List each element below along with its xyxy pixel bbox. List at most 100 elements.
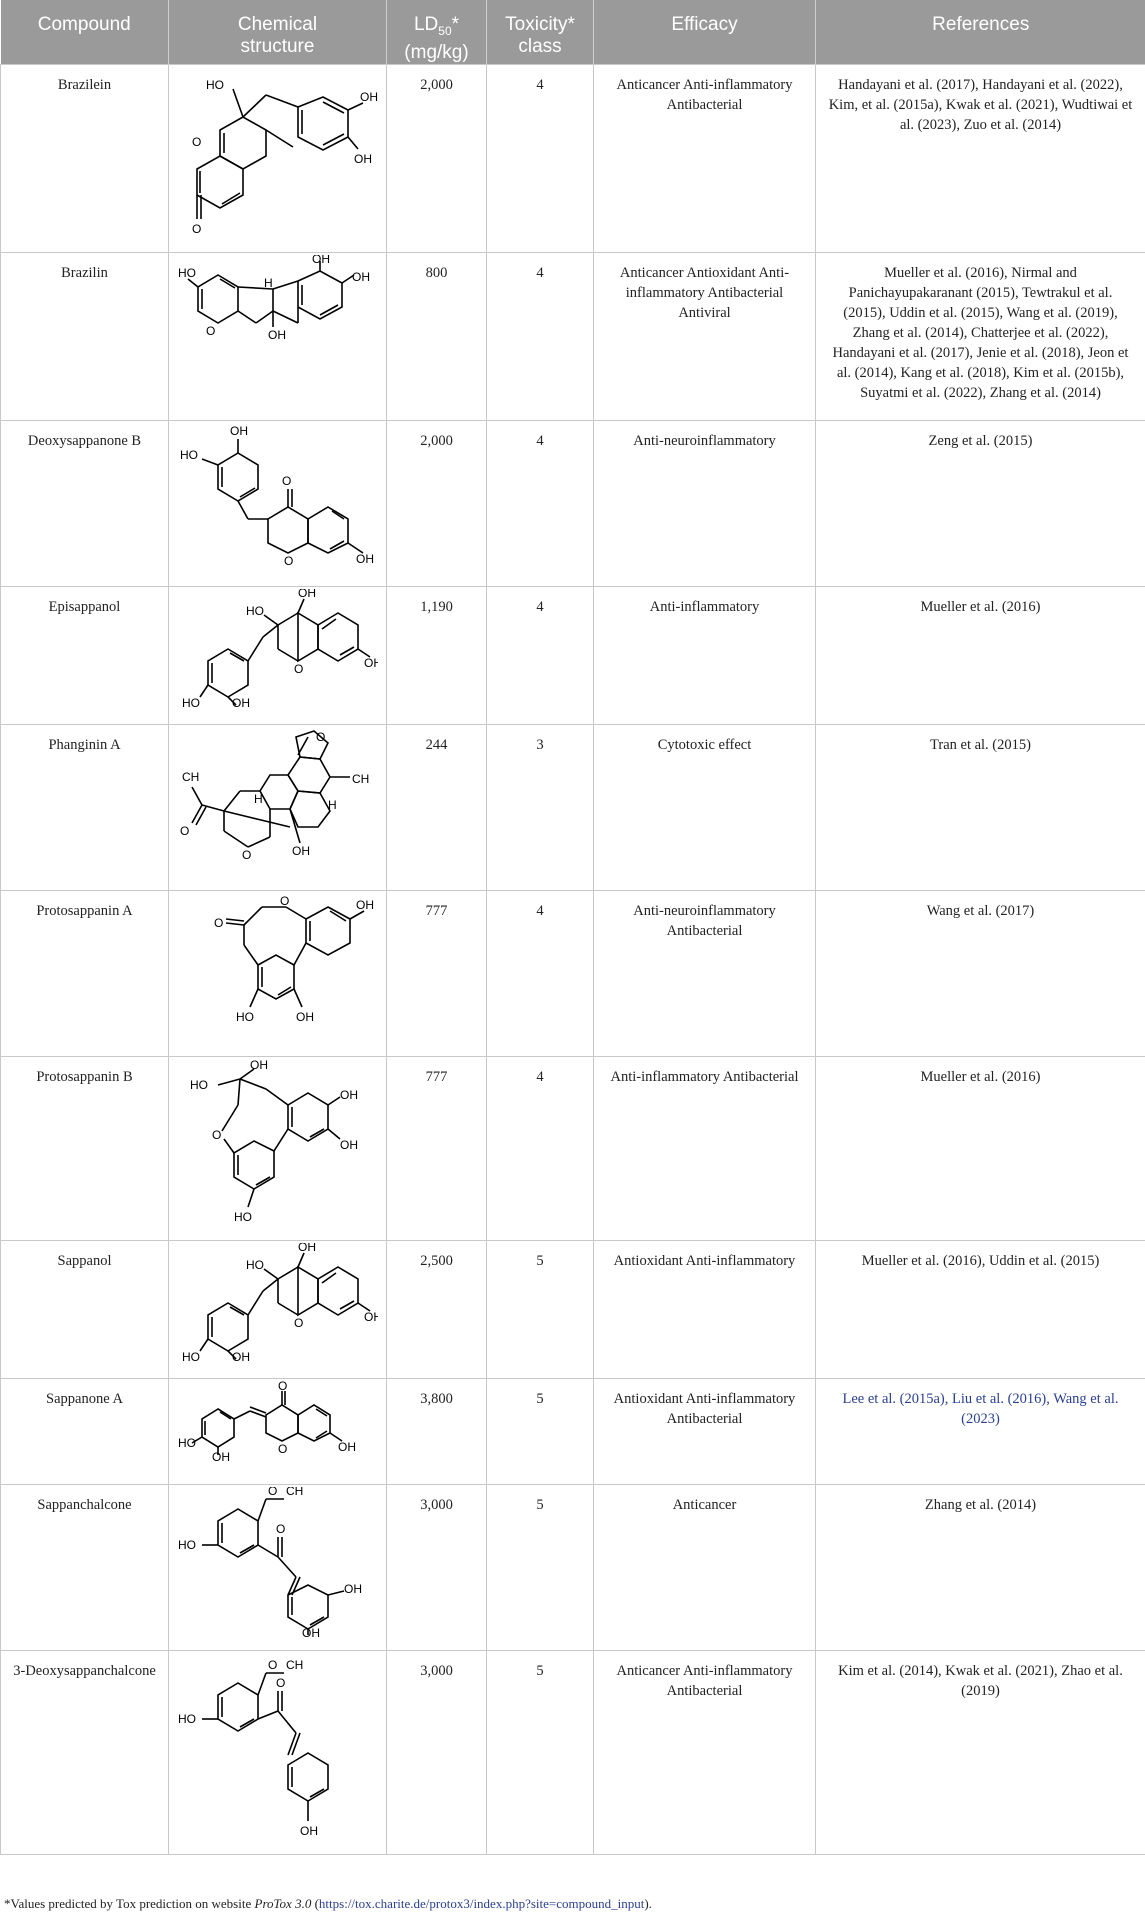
ld50-value: 1,190 xyxy=(386,585,487,725)
chemical-structure-cell: O O OH HO OH xyxy=(168,1377,387,1485)
compound-name: 3-Deoxysappanchalcone xyxy=(0,1649,169,1855)
table-row: Deoxysappanone B OH xyxy=(0,419,1145,587)
svg-text:HO: HO xyxy=(190,1078,208,1092)
protosappanin-a-structure: OH O O HO OH xyxy=(214,894,374,1024)
3-deoxysappanchalcone-structure: O CH HO O OH xyxy=(178,1658,329,1838)
svg-text:O: O xyxy=(192,222,201,236)
references-text: Wang et al. (2017) xyxy=(815,889,1145,1057)
footnote-paren-open: ( xyxy=(311,1896,319,1911)
svg-text:O: O xyxy=(278,1381,287,1393)
references-text: Mueller et al. (2016), Uddin et al. (201… xyxy=(815,1239,1145,1379)
references-text: Mueller et al. (2016) xyxy=(815,585,1145,725)
compound-name: Phanginin A xyxy=(0,723,169,891)
table-row: Sappanol xyxy=(0,1239,1145,1379)
chemical-structure-cell: OH O O HO OH xyxy=(168,889,387,1057)
svg-text:HO: HO xyxy=(178,1712,196,1726)
svg-text:H: H xyxy=(328,798,337,812)
sappanchalcone-structure: O CH HO O OH OH xyxy=(178,1487,362,1637)
header-references: References xyxy=(815,0,1145,65)
efficacy-text: Anticancer Antioxidant Anti-inflammatory… xyxy=(593,251,816,421)
chemical-structure-cell: O CH HO O OH OH xyxy=(168,1483,387,1651)
svg-text:CH: CH xyxy=(182,770,199,784)
chemical-structure-cell: OH HO O O OH xyxy=(168,419,387,587)
ld50-value: 3,000 xyxy=(386,1483,487,1651)
efficacy-text: Anti-neuroinflammatory xyxy=(593,419,816,587)
header-efficacy: Efficacy xyxy=(593,0,816,65)
svg-text:O: O xyxy=(278,1442,287,1456)
chemical-structure-cell: HO OH OH OH O HO xyxy=(168,1055,387,1241)
references-text: Mueller et al. (2016) xyxy=(815,1055,1145,1241)
ld50-value: 3,800 xyxy=(386,1377,487,1485)
svg-text:OH: OH xyxy=(360,90,378,104)
svg-text:HO: HO xyxy=(246,1258,264,1272)
svg-text:OH: OH xyxy=(268,328,286,342)
toxicity-class-value: 4 xyxy=(486,889,594,1057)
table-row: Sappanchalcone xyxy=(0,1483,1145,1651)
efficacy-text: Anti-inflammatory xyxy=(593,585,816,725)
ld50-value: 244 xyxy=(386,723,487,891)
svg-text:CH: CH xyxy=(286,1658,303,1672)
compound-name: Brazilin xyxy=(0,251,169,421)
compound-name: Protosappanin A xyxy=(0,889,169,1057)
svg-text:OH: OH xyxy=(232,1350,250,1363)
header-compound: Compound xyxy=(0,0,169,65)
svg-text:HO: HO xyxy=(246,604,264,618)
compound-name: Episappanol xyxy=(0,585,169,725)
table-row: Brazilein xyxy=(0,63,1145,253)
table-row: Protosappanin B xyxy=(0,1055,1145,1241)
svg-text:HO: HO xyxy=(180,448,198,462)
svg-text:O: O xyxy=(214,916,223,930)
svg-text:O: O xyxy=(192,135,201,149)
table-row: Phanginin A xyxy=(0,723,1145,891)
phanginin-a-structure: O CH CH H H O O OH xyxy=(180,730,369,862)
svg-text:O: O xyxy=(280,894,289,908)
svg-text:CH: CH xyxy=(352,772,369,786)
references-text: Zeng et al. (2015) xyxy=(815,419,1145,587)
svg-text:H: H xyxy=(264,276,273,290)
chemical-structure-cell: OH HO O OH HO OH xyxy=(168,1239,387,1379)
svg-text:O: O xyxy=(282,474,291,488)
toxicity-class-value: 4 xyxy=(486,251,594,421)
svg-text:O: O xyxy=(180,824,189,838)
chemical-structure-cell: OH HO O OH HO OH xyxy=(168,585,387,725)
svg-text:OH: OH xyxy=(250,1059,268,1072)
chemical-structure-cell: O CH HO O OH xyxy=(168,1649,387,1855)
efficacy-text: Antioxidant Anti-inflammatory xyxy=(593,1239,816,1379)
ld50-value: 800 xyxy=(386,251,487,421)
svg-text:HO: HO xyxy=(178,266,196,280)
compound-name: Protosappanin B xyxy=(0,1055,169,1241)
svg-text:OH: OH xyxy=(364,1310,378,1324)
toxicity-class-value: 5 xyxy=(486,1377,594,1485)
ld50-value: 3,000 xyxy=(386,1649,487,1855)
efficacy-text: Anticancer Anti-inflammatory Antibacteri… xyxy=(593,63,816,253)
toxicity-class-value: 4 xyxy=(486,1055,594,1241)
svg-text:OH: OH xyxy=(298,1243,316,1254)
svg-text:O: O xyxy=(276,1676,285,1690)
ld50-value: 777 xyxy=(386,1055,487,1241)
references-text: Zhang et al. (2014) xyxy=(815,1483,1145,1651)
references-text: Handayani et al. (2017), Handayani et al… xyxy=(815,63,1145,253)
sappanol-structure: OH HO O OH HO OH xyxy=(182,1243,378,1363)
svg-text:O: O xyxy=(294,1316,303,1330)
compound-name: Brazilein xyxy=(0,63,169,253)
chemical-structure-cell: HO OH OH OH H O xyxy=(168,251,387,421)
svg-text:OH: OH xyxy=(300,1824,318,1838)
svg-text:O: O xyxy=(206,324,215,338)
ld50-value: 2,500 xyxy=(386,1239,487,1379)
svg-text:O: O xyxy=(276,1522,285,1536)
svg-text:OH: OH xyxy=(338,1440,356,1454)
toxicity-class-value: 3 xyxy=(486,723,594,891)
footnote: *Values predicted by Tox prediction on w… xyxy=(4,1896,652,1912)
svg-text:HO: HO xyxy=(178,1436,196,1450)
footnote-url-link[interactable]: https://tox.charite.de/protox3/index.php… xyxy=(318,1896,645,1911)
svg-text:OH: OH xyxy=(354,152,372,166)
svg-text:O: O xyxy=(242,848,251,862)
svg-text:O: O xyxy=(268,1658,277,1672)
brazilin-structure: HO OH OH OH H O xyxy=(178,255,370,342)
svg-text:H: H xyxy=(254,792,263,806)
compound-name: Deoxysappanone B xyxy=(0,419,169,587)
svg-text:O: O xyxy=(316,730,325,744)
